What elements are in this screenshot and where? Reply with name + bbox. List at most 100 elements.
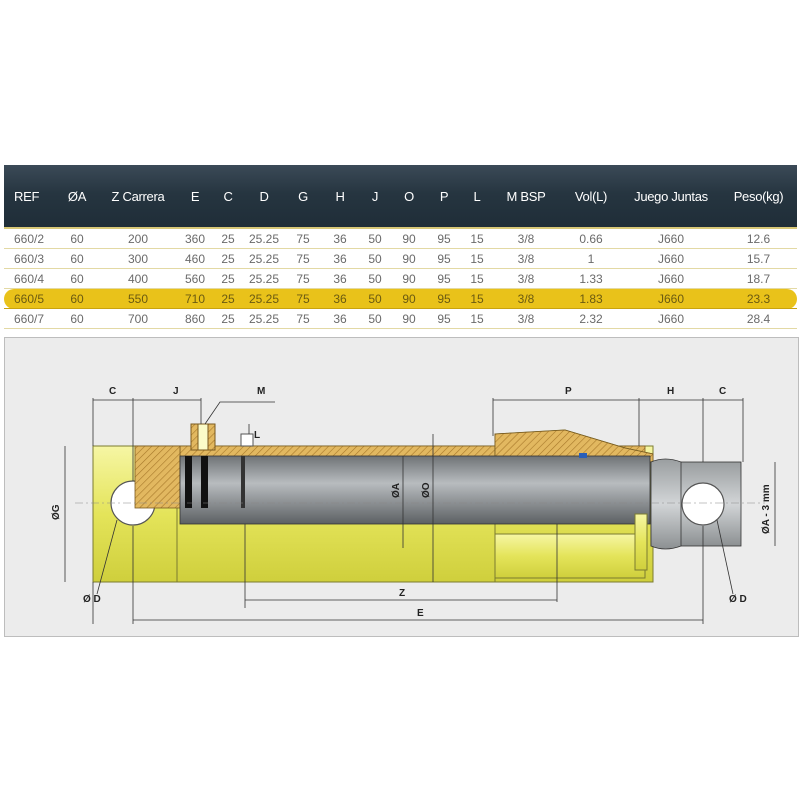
table-cell: 23.3 (720, 288, 797, 309)
column-header: C (223, 188, 233, 204)
table-cell: 3/8 (492, 268, 560, 289)
dim-label-d-right: Ø D (729, 594, 747, 605)
table-cell: 400 (98, 268, 178, 289)
table-cell: 25.25 (244, 288, 284, 309)
table-cell: 25 (212, 308, 244, 329)
dim-label-a-minus-3mm: ØA - 3 mm (761, 484, 772, 534)
dim-label-j: J (173, 386, 179, 397)
table-cell: 12.6 (720, 227, 797, 249)
column-header: Vol(L) (574, 188, 608, 204)
column-header: Peso(kg) (733, 188, 784, 204)
table-cell: 36 (322, 227, 358, 249)
table-cell: 660/4 (4, 268, 56, 289)
table-cell: 15 (462, 248, 492, 269)
table-cell: 50 (358, 227, 392, 249)
dim-label-h: H (667, 386, 674, 397)
dim-label-z: Z (399, 588, 405, 599)
dim-label-p: P (565, 386, 572, 397)
column-header: Juego Juntas (634, 188, 708, 204)
table-cell: 90 (392, 308, 426, 329)
column-header: M BSP (506, 188, 546, 204)
table-cell: 60 (56, 288, 98, 309)
table-cell: 660/7 (4, 308, 56, 329)
table-cell: 25.25 (244, 248, 284, 269)
table-cell: 710 (178, 288, 212, 309)
table-cell: J660 (622, 288, 720, 309)
table-cell: 3/8 (492, 308, 560, 329)
column-header: E (190, 188, 200, 204)
table-cell: 60 (56, 308, 98, 329)
table-cell: 36 (322, 248, 358, 269)
column-header: L (473, 188, 481, 204)
table-cell: 50 (358, 288, 392, 309)
table-cell: 95 (426, 308, 462, 329)
table-cell: 15 (462, 227, 492, 249)
table-cell: 95 (426, 248, 462, 269)
table-cell: 25.25 (244, 268, 284, 289)
table-cell: 660/2 (4, 227, 56, 249)
cylinder-drawing-svg: C J M L P H C ØG ØA ØO ØA - 3 mm Ø D Ø D… (5, 338, 798, 636)
table-cell: 60 (56, 248, 98, 269)
table-cell: 15 (462, 308, 492, 329)
table-cell: 2.32 (560, 308, 622, 329)
dim-label-m: M (257, 386, 265, 397)
table-cell: 75 (284, 268, 322, 289)
table-cell: 36 (322, 288, 358, 309)
dim-label-c-left: C (109, 386, 116, 397)
table-cell: 95 (426, 227, 462, 249)
table-cell: 25 (212, 248, 244, 269)
table-cell: J660 (622, 308, 720, 329)
table-cell: 25.25 (244, 227, 284, 249)
table-cell: 25 (212, 268, 244, 289)
table-cell: 3/8 (492, 288, 560, 309)
table-cell: 15 (462, 268, 492, 289)
table-cell: 3/8 (492, 227, 560, 249)
table-cell: 25.25 (244, 308, 284, 329)
table-cell: 15.7 (720, 248, 797, 269)
table-cell: 3/8 (492, 248, 560, 269)
table-cell: 50 (358, 268, 392, 289)
table-cell: 860 (178, 308, 212, 329)
table-cell: 300 (98, 248, 178, 269)
table-cell: 95 (426, 268, 462, 289)
table-cell: 15 (462, 288, 492, 309)
table-cell: 660/3 (4, 248, 56, 269)
table-cell: 460 (178, 248, 212, 269)
table-cell: 90 (392, 248, 426, 269)
column-header: H (335, 188, 345, 204)
dim-label-d-left: Ø D (83, 594, 101, 605)
table-cell: 36 (322, 308, 358, 329)
table-cell: 660/5 (4, 288, 56, 309)
table-cell: 1.33 (560, 268, 622, 289)
table-cell: J660 (622, 227, 720, 249)
column-header: J (371, 188, 379, 204)
table-cell: 75 (284, 308, 322, 329)
table-cell: 25 (212, 227, 244, 249)
column-header: P (439, 188, 449, 204)
table-cell: 75 (284, 248, 322, 269)
table-cell: 360 (178, 227, 212, 249)
table-cell: 60 (56, 227, 98, 249)
dim-label-g: ØG (51, 504, 62, 520)
table-cell: 75 (284, 227, 322, 249)
column-header: REF (14, 188, 40, 204)
table-cell: 1 (560, 248, 622, 269)
piston-rod-front (650, 458, 742, 550)
table-cell: 1.83 (560, 288, 622, 309)
top-dimension-lines (64, 398, 776, 624)
cylinder-barrel (92, 423, 654, 583)
table-cell: 36 (322, 268, 358, 289)
table-cell: 50 (358, 308, 392, 329)
table-cell: 60 (56, 268, 98, 289)
table-cell: 560 (178, 268, 212, 289)
dim-label-c-right: C (719, 386, 726, 397)
table-cell: 25 (212, 288, 244, 309)
column-header: ØA (67, 188, 87, 204)
column-header: G (298, 188, 308, 204)
